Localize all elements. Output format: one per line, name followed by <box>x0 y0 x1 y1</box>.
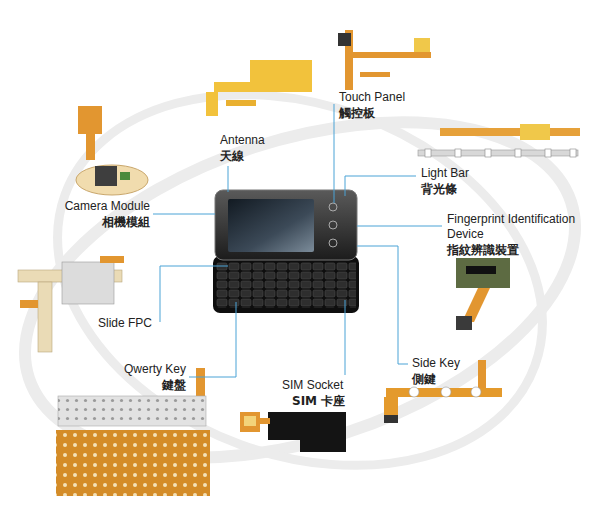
touch-panel-fpc <box>338 30 431 90</box>
key-dome <box>409 387 419 397</box>
leader-line <box>153 214 215 215</box>
fpc-strip <box>20 300 38 308</box>
fpc-pad <box>414 38 430 52</box>
part-name: Antenna <box>220 133 300 148</box>
fpc-strip <box>384 397 398 417</box>
part-name-chinese: 背光條 <box>421 182 521 197</box>
antenna-plate <box>214 82 312 92</box>
connector <box>338 33 351 46</box>
fpc-strip <box>196 368 205 396</box>
phone-button <box>329 239 337 247</box>
part-name: Touch Panel <box>339 90 439 105</box>
part-name-chinese: 觸控板 <box>339 106 439 121</box>
part-name: Fingerprint Identification Device <box>447 212 597 242</box>
fpc-pad <box>240 412 260 432</box>
connector <box>384 415 398 423</box>
phone <box>213 190 359 313</box>
antenna-plate <box>226 100 256 106</box>
key-dome <box>471 387 481 397</box>
background-rings <box>0 30 600 512</box>
phone-screen <box>228 199 314 252</box>
antenna-plate <box>206 92 218 116</box>
led-strip <box>418 150 578 156</box>
phone-keyboard-body <box>213 256 359 313</box>
part-name: Slide FPC <box>98 316 158 331</box>
leader-line <box>228 166 229 192</box>
leader-line <box>334 104 335 203</box>
leader-line <box>357 226 442 227</box>
slide-fpc <box>18 256 124 352</box>
sim-socket <box>268 412 346 452</box>
led <box>485 149 491 157</box>
fpc-strip <box>478 360 486 388</box>
fpc-board <box>62 262 114 304</box>
leader-line <box>189 302 236 377</box>
camera-module-fpc <box>76 106 148 195</box>
fpc-strip <box>38 282 52 352</box>
part-name-chinese: 鍵盤 <box>100 378 186 393</box>
part-name-chinese: 指紋辨識裝置 <box>447 243 597 258</box>
fpc-strip <box>345 52 431 58</box>
antenna-fpc <box>206 60 312 116</box>
leader-lines <box>153 104 442 377</box>
phone-top-body <box>215 190 357 260</box>
light-bar-fpc <box>418 124 580 157</box>
part-name: Qwerty Key <box>100 362 186 377</box>
led <box>455 149 461 157</box>
fpc-strip <box>386 388 502 397</box>
led <box>545 149 551 157</box>
led <box>515 149 521 157</box>
component <box>120 172 130 180</box>
leader-line <box>160 266 228 322</box>
phone-keys <box>216 262 356 308</box>
part-name-chinese: 天線 <box>220 149 300 164</box>
fpc-strip <box>86 134 95 160</box>
ring <box>5 30 595 512</box>
fpc-pad <box>520 124 550 140</box>
ring <box>0 59 600 512</box>
part-name: Light Bar <box>421 166 521 181</box>
fpc-strip <box>360 72 390 77</box>
part-name-chinese: 側鍵 <box>412 372 492 387</box>
part-name: Side Key <box>412 356 492 371</box>
sim-socket-fpc <box>240 412 346 452</box>
fpc-strip <box>78 106 102 134</box>
fpc-strip <box>100 256 124 263</box>
qwerty-key-fpc <box>56 368 210 496</box>
part-name-chinese: 相機模組 <box>40 215 150 230</box>
leader-line <box>345 176 416 196</box>
contacts <box>244 416 256 426</box>
leds <box>425 149 576 157</box>
sensor-board <box>456 258 510 288</box>
key-contacts <box>56 430 210 496</box>
leader-line <box>357 246 408 364</box>
led <box>425 149 431 157</box>
key-dome <box>441 387 451 397</box>
phone-button <box>329 221 337 229</box>
fpc-strip <box>440 128 580 136</box>
led <box>570 149 576 157</box>
antenna-plate <box>250 60 312 84</box>
dome-sheet-dots <box>58 396 206 426</box>
leader-line <box>345 300 346 375</box>
key-board <box>56 430 210 496</box>
dome-sheet <box>58 396 206 426</box>
fpc-strip <box>260 418 270 424</box>
camera-sensor <box>95 166 117 186</box>
connector <box>456 316 472 330</box>
phone-button <box>329 203 337 211</box>
sensor <box>466 266 496 274</box>
fingerprint-fpc <box>456 258 510 330</box>
camera-base <box>76 165 148 195</box>
part-name: SIM Socket <box>282 378 372 393</box>
part-name: Camera Module <box>40 199 150 214</box>
part-name-chinese: SIM 卡座 <box>292 394 382 409</box>
